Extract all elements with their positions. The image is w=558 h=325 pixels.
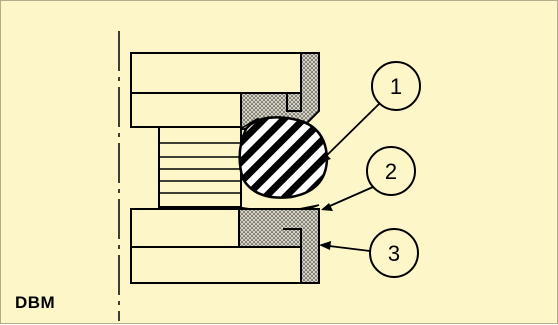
upper-housing	[130, 52, 302, 128]
o-ring	[238, 116, 329, 199]
lower-retainer-ring	[238, 208, 320, 284]
callout-1: 1	[318, 61, 421, 164]
lower-housing	[130, 208, 302, 284]
inner-plates	[158, 126, 242, 208]
source-tag: DBM	[15, 293, 56, 312]
callout-1-label: 1	[390, 74, 402, 99]
callout-2: 2	[321, 146, 416, 211]
callout-3: 3	[319, 228, 419, 278]
callout-2-label: 2	[385, 159, 397, 184]
callout-3-label: 3	[388, 241, 400, 266]
